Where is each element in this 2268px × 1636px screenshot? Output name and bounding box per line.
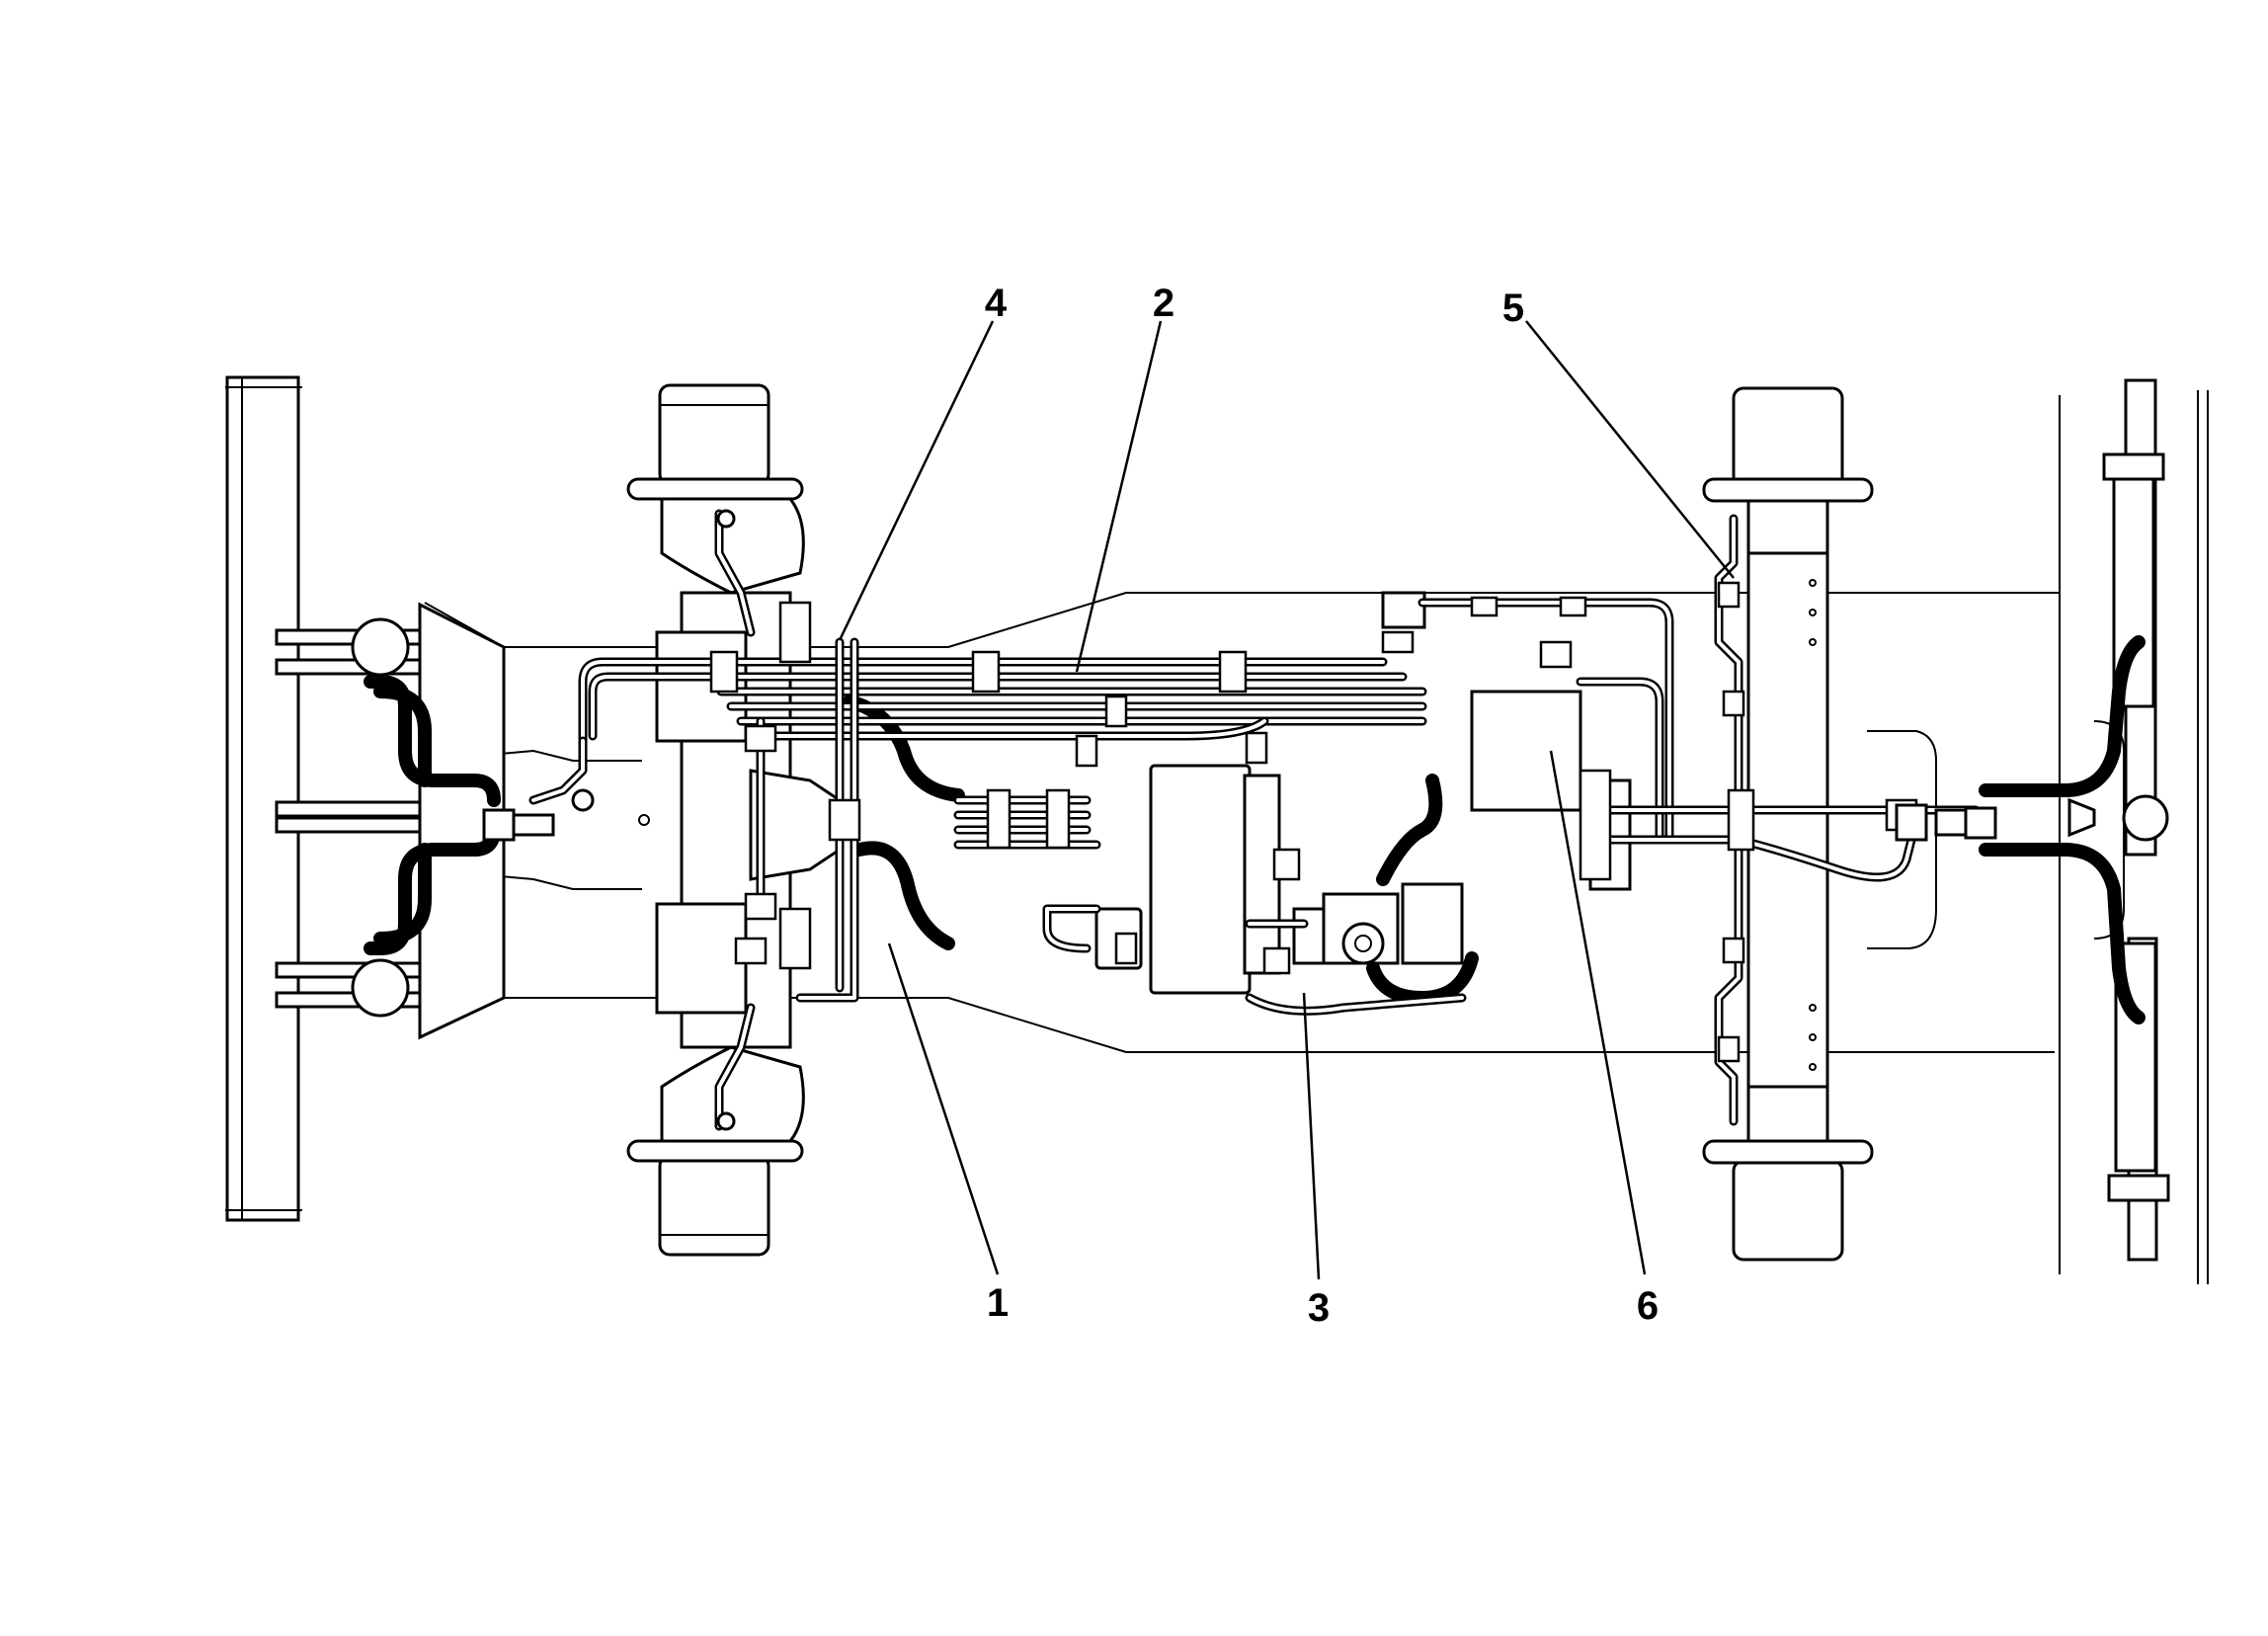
front-blade-plate bbox=[225, 375, 506, 1222]
pipe-clamps bbox=[482, 509, 1997, 1131]
rear-axle bbox=[1702, 386, 1874, 1262]
front-axle bbox=[626, 383, 842, 1257]
hydraulic-pump-assembly bbox=[1292, 882, 1464, 965]
rear-attachment bbox=[2067, 378, 2170, 1262]
leader-lines bbox=[838, 320, 1735, 1280]
callout-2: 2 bbox=[1153, 282, 1174, 325]
callout-1: 1 bbox=[987, 1281, 1009, 1325]
callout-6: 6 bbox=[1637, 1284, 1659, 1328]
callout-labels: 1 2 3 4 5 6 bbox=[985, 282, 1659, 1330]
callout-3: 3 bbox=[1308, 1286, 1330, 1330]
callout-5: 5 bbox=[1502, 286, 1524, 330]
callout-4: 4 bbox=[985, 282, 1008, 325]
hydraulic-tank bbox=[1094, 764, 1281, 995]
